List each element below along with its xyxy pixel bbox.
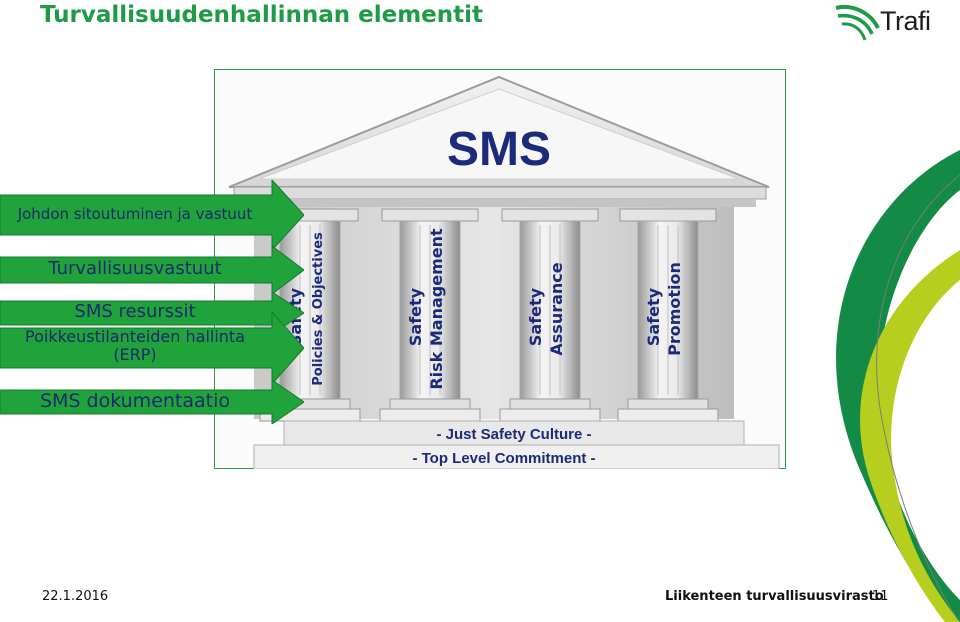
pillar-label-line1: Safety [406, 287, 425, 346]
arrow-shape [0, 380, 304, 424]
footer-page-number: 11 [872, 589, 889, 604]
temple-architrave [244, 199, 756, 207]
pillar-base [509, 398, 591, 410]
pillar-base [627, 398, 709, 410]
pillar-capital [381, 208, 479, 222]
pillar-label-line2: Promotion [665, 262, 684, 356]
foundation-step-2 [253, 444, 780, 469]
arrow-shape [0, 292, 304, 334]
arrow-shape [0, 312, 304, 384]
arrow-label: Turvallisuusvastuut [48, 258, 222, 280]
temple-roof-inner [258, 88, 740, 180]
footer-date: 22.1.2016 [42, 589, 109, 604]
arrow-label: SMS resurssit [74, 301, 196, 323]
arrow-label: SMS dokumentaatio [39, 389, 231, 412]
arrow-label: Poikkeustilanteiden hallinta (ERP) [25, 327, 245, 365]
pillar-plinth [499, 408, 601, 422]
lime-swoosh [860, 250, 960, 622]
trafi-logo-icon [835, 5, 880, 41]
arrow-shape [0, 246, 304, 294]
pillar-capital [619, 208, 717, 222]
footer-organization: Liikenteen turvallisuusvirasto [665, 589, 884, 604]
pillar-label-line1: Safety [644, 287, 663, 346]
pillar-label-line2: Risk Management [427, 228, 446, 390]
arrow-label: Johdon sitoutuminen ja vastuut [17, 205, 253, 223]
thin-swoosh [876, 174, 960, 621]
foundation-step-1 [283, 420, 745, 446]
logo-text: Trafi [880, 6, 931, 36]
temple-entablature [233, 186, 767, 200]
arrow-shape [0, 180, 304, 250]
arrow-2: Turvallisuusvastuut [0, 246, 304, 294]
pillar-label-line1: Safety [526, 287, 545, 346]
roof-label: SMS [447, 123, 551, 176]
pillar-label-line2: Assurance [547, 262, 566, 355]
pillar-capital [501, 208, 599, 222]
arrow-3: SMS resurssit [0, 292, 304, 334]
pillar-plinth [617, 408, 719, 422]
foundation-label-1: - Just Safety Culture - [436, 426, 591, 443]
arrow-5: SMS dokumentaatio [0, 380, 304, 424]
pillar-base [389, 398, 471, 410]
arrow-1: Johdon sitoutuminen ja vastuut [0, 180, 304, 250]
slide-title: Turvallisuudenhallinnan elementit [40, 2, 484, 28]
green-swoosh [836, 150, 960, 622]
foundation-label-2: - Top Level Commitment - [412, 450, 595, 467]
pillar-label-line2: Policies & Objectives [311, 232, 326, 386]
arrow-4: Poikkeustilanteiden hallinta (ERP) [0, 312, 304, 384]
pillar-plinth [379, 408, 481, 422]
